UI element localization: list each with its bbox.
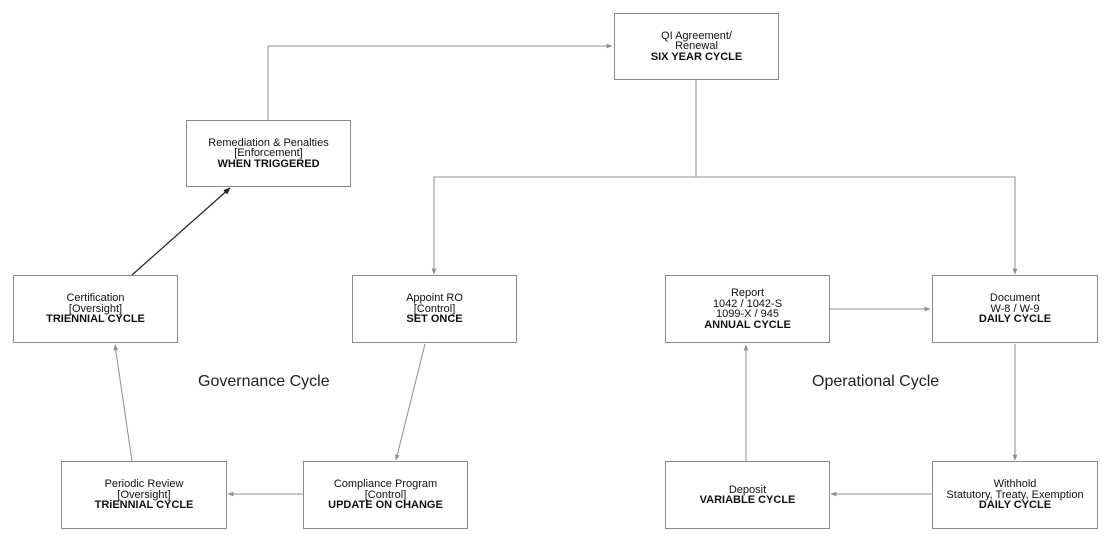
node-appoint-ro-line-2: [Control] (413, 302, 456, 315)
node-periodic-line-2: [Oversight] (117, 488, 171, 501)
node-deposit[interactable]: Deposit VARIABLE CYCLE (665, 461, 830, 529)
node-document[interactable]: Document W-8 / W-9 DAILY CYCLE (932, 275, 1098, 343)
node-deposit-line-1: Deposit (728, 483, 767, 496)
node-certification-cycle: TRIENNIAL CYCLE (46, 313, 145, 326)
node-compliance-program[interactable]: Compliance Program [Control] UPDATE ON C… (303, 461, 468, 529)
node-certification-line-2: [Oversight] (68, 302, 123, 315)
edge-appoint-ro-to-compliance (394, 343, 426, 461)
node-report-line-1: Report (730, 287, 765, 299)
node-certification[interactable]: Certification [Oversight] TRIENNIAL CYCL… (13, 275, 178, 343)
edge-remediation-to-qi (267, 43, 613, 120)
edge-periodic-to-certification (113, 344, 133, 462)
node-qi-agreement-line-1: QI Agreement/ (661, 29, 732, 42)
node-appoint-ro-line-1: Appoint RO (406, 292, 463, 305)
node-remediation-penalties[interactable]: Remediation & Penalties [Enforcement] WH… (186, 120, 351, 187)
node-compliance-line-1: Compliance Program (333, 478, 438, 491)
node-compliance-line-2: [Control] (364, 488, 407, 501)
node-report-cycle: ANNUAL CYCLE (704, 318, 791, 331)
edge-qi-to-appoint-ro (431, 80, 697, 275)
node-periodic-review[interactable]: Periodic Review [Oversight] TRiENNIAL CY… (61, 461, 227, 529)
node-qi-agreement[interactable]: QI Agreement/ Renewal SIX YEAR CYCLE (614, 13, 779, 80)
node-report[interactable]: Report 1042 / 1042-S 1099-X / 945 ANNUAL… (665, 275, 830, 343)
node-withhold-line-2: Statutory, Treaty, Exemption (946, 488, 1084, 501)
node-deposit-cycle: VARIABLE CYCLE (699, 494, 796, 506)
node-document-cycle: DAILY CYCLE (978, 313, 1052, 326)
node-remediation-line-2: [Enforcement] (234, 147, 303, 160)
node-report-line-2: 1042 / 1042-S (712, 297, 783, 310)
node-remediation-cycle: WHEN TRIGGERED (217, 157, 320, 170)
node-document-line-1: Document (989, 292, 1041, 305)
operational-cycle-label: Operational Cycle (812, 373, 940, 390)
node-report-line-3: 1099-X / 945 (716, 308, 779, 320)
node-qi-agreement-cycle: SIX YEAR CYCLE (650, 50, 743, 63)
node-qi-agreement-line-2: Renewal (675, 40, 718, 53)
node-document-line-2: W-8 / W-9 (990, 302, 1040, 315)
node-withhold[interactable]: Withhold Statutory, Treaty, Exemption DA… (932, 461, 1098, 529)
node-certification-line-1: Certification (66, 292, 125, 305)
edge-certification-to-remediation (131, 187, 231, 276)
node-appoint-ro[interactable]: Appoint RO [Control] SET ONCE (352, 275, 517, 343)
edge-qi-to-document (696, 176, 1018, 275)
node-appoint-ro-cycle: SET ONCE (406, 313, 463, 326)
node-remediation-line-1: Remediation & Penalties (208, 136, 329, 149)
node-withhold-line-1: Withhold (993, 478, 1037, 491)
node-periodic-cycle: TRiENNIAL CYCLE (94, 499, 194, 512)
node-withhold-cycle: DAILY CYCLE (978, 499, 1052, 512)
governance-cycle-label: Governance Cycle (198, 373, 330, 390)
node-compliance-cycle: UPDATE ON CHANGE (328, 499, 443, 512)
node-periodic-line-1: Periodic Review (104, 478, 184, 491)
